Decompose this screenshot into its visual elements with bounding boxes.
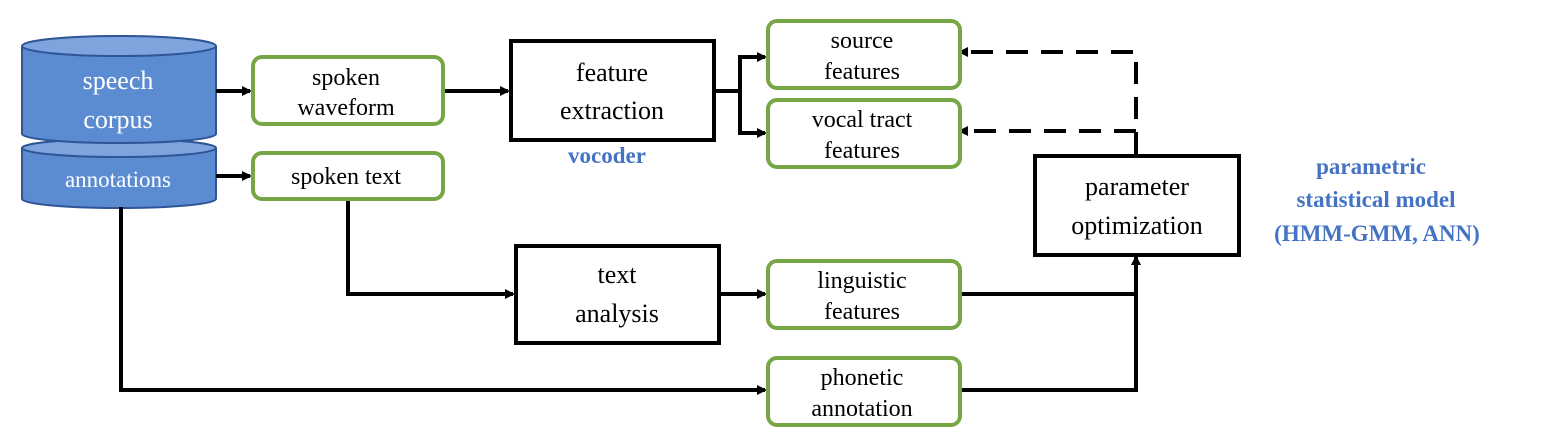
node-spoken-waveform: spoken waveform — [251, 55, 445, 126]
feature-extraction-box — [509, 39, 716, 142]
node-phonetic-annotation: phonetic annotation — [766, 356, 962, 427]
vocoder-label: vocoder — [568, 143, 646, 168]
model-label-line3: (HMM-GMM, ANN) — [1274, 221, 1480, 246]
vocal-tract-features-box — [766, 98, 962, 169]
speech-corpus-database-icon: speech corpus annotations — [21, 35, 217, 209]
linguistic-features-line1: linguistic — [817, 268, 906, 294]
spoken-text-label: spoken text — [291, 164, 401, 190]
speech-corpus-label-line2: corpus — [83, 105, 152, 134]
model-label-line2: statistical model — [1296, 187, 1455, 212]
arrow-phonetic-to-optimization — [960, 255, 1141, 392]
arrow-extraction-to-vocal-tract — [738, 91, 767, 138]
dashed-feedback-to-source — [958, 47, 1138, 154]
text-analysis-line1: text — [598, 260, 638, 289]
parameter-optimization-box — [1033, 154, 1241, 257]
source-features-line2: features — [824, 59, 900, 85]
phonetic-annotation-box — [766, 356, 962, 427]
node-spoken-text: spoken text — [251, 151, 445, 201]
source-features-box — [766, 19, 962, 90]
annotations-label: annotations — [65, 167, 171, 192]
arrow-extraction-to-source — [714, 52, 767, 93]
linguistic-features-line2: features — [824, 299, 900, 325]
phonetic-annotation-line2: annotation — [811, 396, 912, 422]
parameter-optimization-line2: optimization — [1071, 211, 1202, 240]
spoken-waveform-box — [251, 55, 445, 126]
arrow-annotations-to-phonetic — [119, 207, 767, 395]
spoken-waveform-line1: spoken — [312, 65, 380, 91]
source-features-line1: source — [831, 28, 894, 54]
node-text-analysis: text analysis — [514, 244, 721, 345]
speech-corpus-disk — [21, 46, 217, 144]
node-linguistic-features: linguistic features — [766, 259, 962, 330]
speech-corpus-label-line1: speech — [83, 66, 154, 95]
speech-corpus-disk-top — [21, 35, 217, 57]
spoken-waveform-line2: waveform — [297, 95, 395, 121]
feature-extraction-line1: feature — [576, 58, 648, 87]
model-label-line1: parametric — [1316, 154, 1426, 179]
vocal-tract-features-line2: features — [824, 138, 900, 164]
arrow-spoken-text-to-text-analysis — [346, 199, 515, 299]
spoken-text-box — [251, 151, 445, 201]
node-feature-extraction: feature extraction — [509, 39, 716, 142]
connectors — [119, 47, 1141, 395]
phonetic-annotation-line1: phonetic — [821, 365, 904, 391]
feature-extraction-line2: extraction — [560, 96, 664, 125]
linguistic-features-box — [766, 259, 962, 330]
node-vocal-tract-features: vocal tract features — [766, 98, 962, 169]
text-analysis-line2: analysis — [575, 299, 659, 328]
node-source-features: source features — [766, 19, 962, 90]
vocal-tract-features-line1: vocal tract — [812, 107, 913, 133]
node-parameter-optimization: parameter optimization — [1033, 154, 1241, 257]
parameter-optimization-line1: parameter — [1085, 172, 1189, 201]
text-analysis-box — [514, 244, 721, 345]
